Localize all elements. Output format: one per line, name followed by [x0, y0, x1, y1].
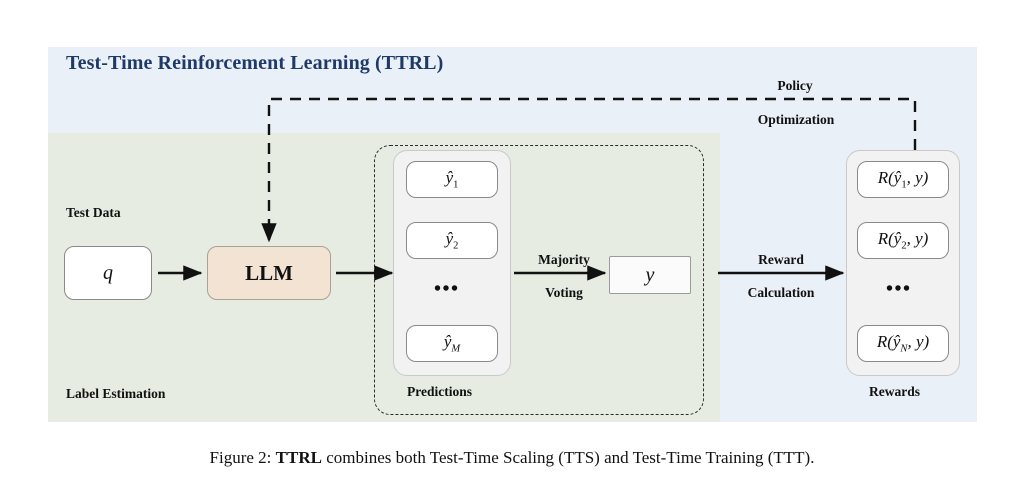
- label-label-estimation: Label Estimation: [66, 386, 166, 401]
- node-query-text: q: [103, 262, 113, 284]
- label-predictions: Predictions: [407, 384, 472, 399]
- predictions-ellipsis: •••: [434, 278, 460, 300]
- node-llm-text: LLM: [245, 260, 293, 285]
- prediction-item-2: ŷ2: [406, 222, 498, 259]
- label-majority-voting-line1: Majority: [538, 252, 590, 267]
- label-majority-voting-line2: Voting: [545, 285, 583, 300]
- reward-item-n: R(ŷN, y): [857, 325, 949, 362]
- caption-prefix: Figure 2:: [209, 448, 276, 467]
- label-reward-calculation-line2: Calculation: [747, 285, 815, 300]
- figure-caption: Figure 2: TTRL combines both Test-Time S…: [0, 448, 1024, 468]
- label-reward-calculation-line1: Reward: [758, 252, 804, 267]
- node-llm-box: LLM: [207, 246, 331, 300]
- reward-item-2-text: R(ŷ2, y): [877, 228, 929, 251]
- prediction-item-1: ŷ1: [406, 161, 498, 198]
- prediction-item-m: ŷM: [406, 325, 498, 362]
- reward-item-1-text: R(ŷ1, y): [877, 167, 929, 190]
- rewards-ellipsis: •••: [886, 278, 912, 300]
- caption-bold-term: TTRL: [275, 448, 322, 467]
- caption-rest: combines both Test-Time Scaling (TTS) an…: [321, 448, 815, 467]
- label-rewards: Rewards: [869, 384, 920, 399]
- node-voted-answer-box: y: [609, 256, 691, 294]
- label-test-data: Test Data: [66, 205, 121, 220]
- prediction-item-1-text: ŷ1: [445, 167, 459, 190]
- reward-item-n-text: R(ŷN, y): [876, 331, 930, 354]
- reward-item-2: R(ŷ2, y): [857, 222, 949, 259]
- node-voted-answer-text: y: [645, 264, 655, 286]
- prediction-item-2-text: ŷ2: [445, 228, 459, 251]
- reward-item-1: R(ŷ1, y): [857, 161, 949, 198]
- prediction-item-m-text: ŷM: [443, 331, 461, 354]
- label-policy-optimization-line2: Optimization: [757, 112, 835, 127]
- label-policy-optimization-line1: Policy: [777, 78, 813, 93]
- figure-title: Test-Time Reinforcement Learning (TTRL): [66, 52, 444, 74]
- node-query-box: q: [64, 246, 152, 300]
